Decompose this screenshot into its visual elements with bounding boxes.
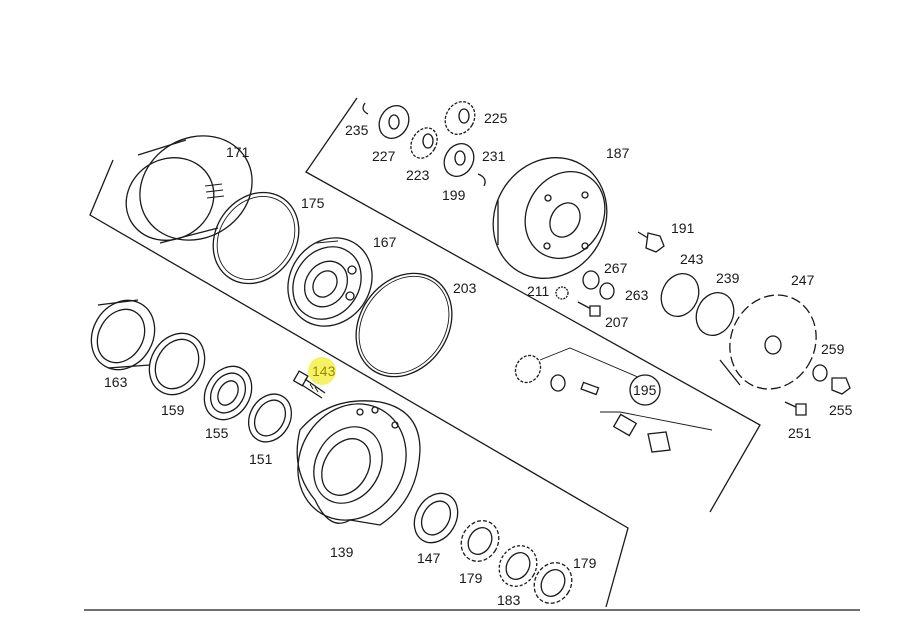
part-159-ring — [148, 332, 206, 396]
label-227: 227 — [372, 148, 396, 164]
label-139: 139 — [330, 544, 354, 560]
part-179-washer-b — [533, 562, 573, 604]
label-199: 199 — [442, 187, 466, 203]
label-195: 195 — [633, 382, 657, 398]
part-227-washer — [378, 105, 410, 139]
part-255-bolt — [831, 377, 851, 395]
part-223-gear — [410, 127, 438, 159]
part-225-gear — [444, 101, 476, 135]
label-163: 163 — [104, 374, 128, 390]
label-167: 167 — [373, 234, 397, 250]
label-159: 159 — [161, 402, 185, 418]
part-155-bearing — [203, 365, 253, 421]
part-183-washer — [498, 545, 538, 587]
label-147: 147 — [417, 550, 441, 566]
part-267-washer — [582, 270, 600, 290]
label-155: 155 — [205, 425, 229, 441]
label-263: 263 — [625, 287, 649, 303]
label-151: 151 — [249, 451, 273, 467]
label-267: 267 — [604, 260, 628, 276]
group-frame-right — [305, 97, 761, 513]
label-179-a: 179 — [459, 570, 483, 586]
part-259-washer — [812, 364, 828, 382]
label-175: 175 — [301, 195, 325, 211]
part-143-bolt — [292, 370, 326, 399]
part-239-ring — [695, 292, 735, 336]
label-179-b: 179 — [573, 555, 597, 571]
label-225: 225 — [484, 110, 508, 126]
part-151-ring — [247, 393, 293, 443]
part-147-bearing — [413, 492, 459, 544]
part-175-snap-ring — [212, 191, 300, 285]
part-211-nut — [555, 286, 569, 300]
group-frame-left — [89, 159, 629, 608]
part-251-bolt — [784, 401, 807, 416]
label-187: 187 — [606, 145, 630, 161]
part-195-assembly — [514, 347, 713, 453]
part-243-ring — [660, 273, 700, 317]
label-183: 183 — [497, 592, 521, 608]
part-179-washer-a — [460, 520, 500, 562]
label-171: 171 — [226, 144, 250, 160]
label-207: 207 — [605, 314, 629, 330]
label-191: 191 — [671, 220, 695, 236]
part-187-carrier — [492, 157, 608, 279]
part-247-plate — [719, 294, 817, 390]
label-247: 247 — [791, 272, 815, 288]
highlight-marker — [308, 357, 336, 385]
label-239: 239 — [716, 270, 740, 286]
part-207-bolt — [577, 301, 601, 317]
part-139-housing — [296, 400, 421, 526]
label-259: 259 — [821, 341, 845, 357]
part-167-piston — [287, 237, 373, 327]
part-231-clip — [477, 173, 486, 187]
label-251: 251 — [788, 425, 812, 441]
label-243: 243 — [680, 251, 704, 267]
label-143: 143 — [312, 363, 336, 379]
part-263-washer — [599, 282, 615, 300]
label-231: 231 — [482, 148, 506, 164]
label-255: 255 — [829, 402, 853, 418]
part-163-sleeve — [90, 299, 156, 371]
part-203-o-ring — [355, 272, 453, 378]
label-203: 203 — [453, 280, 477, 296]
part-171-sleeve — [125, 135, 253, 244]
label-223: 223 — [406, 167, 430, 183]
label-211: 211 — [527, 283, 550, 299]
part-191-bolt — [637, 231, 665, 253]
part-199-washer — [443, 143, 475, 177]
label-235: 235 — [345, 122, 369, 138]
part-235-clip — [362, 102, 369, 115]
